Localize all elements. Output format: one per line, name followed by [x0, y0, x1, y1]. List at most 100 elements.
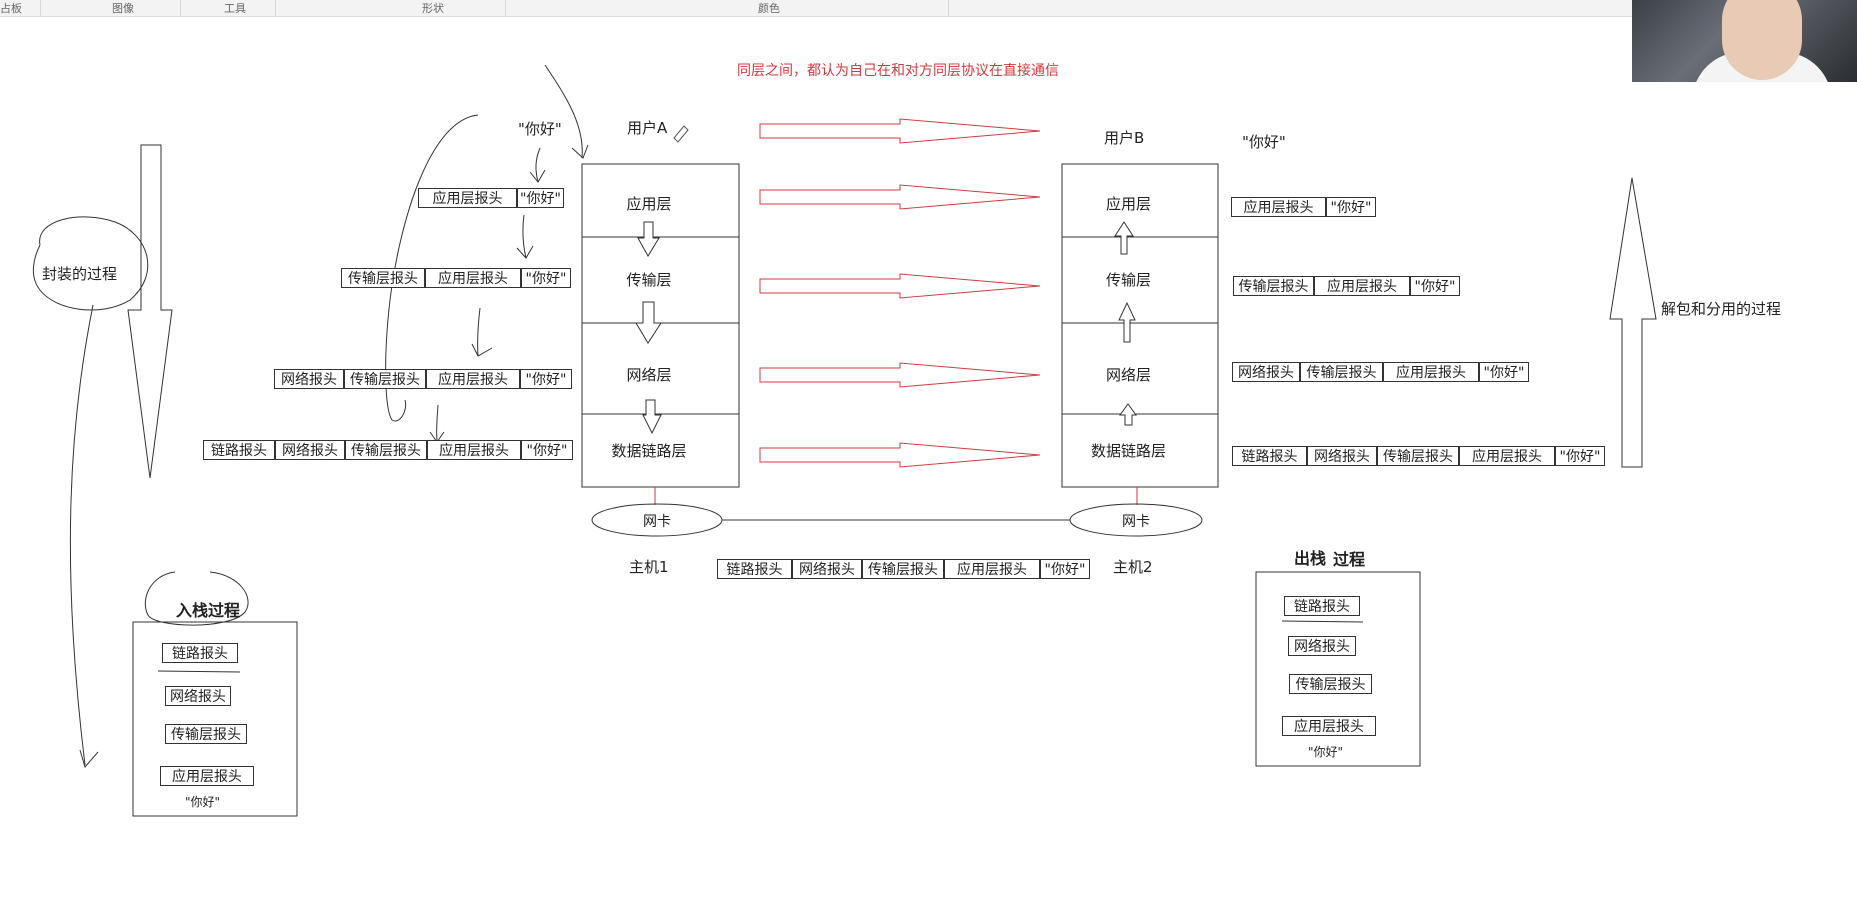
up-arrow-icon	[1114, 221, 1134, 255]
hand-arrow	[535, 147, 541, 183]
decap-arrow-icon	[1609, 177, 1657, 468]
hdr-link: 链路报头	[1232, 446, 1307, 466]
hand-arrow-head	[529, 169, 546, 183]
hdr-trans: 传输层报头	[1233, 276, 1314, 296]
hdr-hello: "你好"	[1410, 276, 1460, 296]
push-stack-title: 入栈过程	[176, 601, 241, 620]
toolbar-item-tools[interactable]: 工具	[224, 2, 246, 15]
push-app: 应用层报头	[160, 766, 254, 786]
hand-arrow-head	[471, 343, 493, 357]
webcam-overlay	[1632, 0, 1857, 82]
pop-net: 网络报头	[1288, 636, 1356, 656]
peer-arrows	[759, 118, 1041, 468]
hdr-hello: "你好"	[517, 188, 564, 208]
hand-arrow	[477, 307, 481, 357]
host1-layer-network: 网络层	[626, 366, 672, 384]
hello-b: "你好"	[1242, 133, 1286, 151]
pop-stack-title-suffix: 过程	[1333, 550, 1366, 569]
hand-arrow	[522, 214, 527, 259]
toolbar-item-colors[interactable]: 颜色	[758, 2, 780, 15]
host2-layer-network: 网络层	[1105, 366, 1151, 384]
hdr-hello: "你好"	[1040, 559, 1090, 579]
hdr-app: 应用层报头	[418, 188, 517, 208]
decap-label: 解包和分用的过程	[1661, 300, 1782, 318]
hand-curve	[544, 64, 583, 159]
host2-layer-link: 数据链路层	[1090, 442, 1166, 460]
curve-arrow-head	[79, 749, 99, 769]
hdr-net: 网络报头	[1232, 362, 1300, 382]
pop-stack-title: 出栈	[1294, 549, 1327, 568]
down-arrow-icon	[642, 399, 662, 435]
hdr-hello: "你好"	[1479, 362, 1529, 382]
hdr-trans: 传输层报头	[341, 268, 425, 288]
push-stack-box	[132, 621, 298, 817]
up-arrow-icon	[1119, 403, 1137, 426]
host1-layer-link: 数据链路层	[611, 442, 687, 460]
toolbar-item-image[interactable]: 图像	[112, 2, 134, 15]
hdr-trans: 传输层报头	[344, 369, 426, 389]
host1-stack-box	[581, 163, 740, 488]
curve-arrow	[69, 304, 94, 766]
underline	[157, 670, 241, 673]
push-title-circle	[144, 571, 249, 626]
peer-arrow-user	[759, 118, 1041, 144]
hdr-link: 链路报头	[717, 559, 792, 579]
encap-label: 封装的过程	[42, 265, 118, 283]
push-net: 网络报头	[165, 686, 231, 706]
hdr-net: 网络报头	[274, 369, 344, 389]
hdr-hello: "你好"	[520, 369, 572, 389]
host2-layer-app: 应用层	[1105, 195, 1151, 213]
hdr-hello: "你好"	[521, 440, 573, 460]
hdr-app: 应用层报头	[427, 440, 521, 460]
hdr-net: 网络报头	[1307, 446, 1377, 466]
underline	[1281, 620, 1364, 623]
hdr-hello: "你好"	[1555, 446, 1605, 466]
hdr-app: 应用层报头	[1383, 362, 1479, 382]
encap-label-circle	[32, 216, 149, 311]
hdr-app: 应用层报头	[1314, 276, 1410, 296]
person-face	[1722, 0, 1802, 80]
host1-label: 主机1	[629, 558, 669, 576]
hdr-app: 应用层报头	[1459, 446, 1555, 466]
peer-arrow-link	[759, 442, 1041, 468]
hdr-net: 网络报头	[792, 559, 862, 579]
host2-label: 主机2	[1113, 558, 1153, 576]
host2-stack-box	[1061, 163, 1219, 488]
hdr-hello: "你好"	[1326, 197, 1376, 217]
hdr-app: 应用层报头	[944, 559, 1040, 579]
hdr-trans: 传输层报头	[862, 559, 944, 579]
user-a-label: 用户A	[627, 119, 668, 137]
pop-trans: 传输层报头	[1289, 674, 1372, 694]
user-b-label: 用户B	[1104, 129, 1145, 147]
hand-curve	[385, 114, 479, 422]
nic2-label: 网卡	[1122, 514, 1150, 530]
push-hello: "你好"	[185, 795, 221, 809]
hdr-app: 应用层报头	[425, 268, 521, 288]
hand-curve-head	[571, 144, 589, 159]
down-arrow-icon	[635, 301, 662, 344]
push-trans: 传输层报头	[165, 724, 247, 744]
pop-stack-box	[1255, 571, 1421, 767]
host1-layer-app: 应用层	[626, 195, 672, 213]
hand-arrow-head	[516, 245, 534, 259]
hdr-hello: "你好"	[521, 268, 571, 288]
hdr-trans: 传输层报头	[345, 440, 427, 460]
peer-arrow-network	[759, 362, 1041, 388]
down-arrow-icon	[637, 221, 660, 257]
peer-arrow-transport	[759, 273, 1041, 299]
hdr-app: 应用层报头	[1231, 197, 1326, 217]
hdr-net: 网络报头	[275, 440, 345, 460]
nic1-label: 网卡	[643, 514, 671, 530]
toolbar-item-board[interactable]: 占板	[0, 2, 22, 15]
hdr-app: 应用层报头	[426, 369, 520, 389]
up-arrow-icon	[1118, 301, 1136, 343]
toolbar: 占板 图像 工具 形状 颜色	[0, 0, 1857, 17]
pencil-icon	[673, 125, 689, 143]
pop-hello: "你好"	[1308, 745, 1344, 759]
host1-layer-transport: 传输层	[626, 271, 672, 289]
hdr-trans: 传输层报头	[1300, 362, 1383, 382]
toolbar-item-shapes[interactable]: 形状	[422, 2, 444, 15]
hdr-link: 链路报头	[203, 440, 275, 460]
hdr-trans: 传输层报头	[1377, 446, 1459, 466]
